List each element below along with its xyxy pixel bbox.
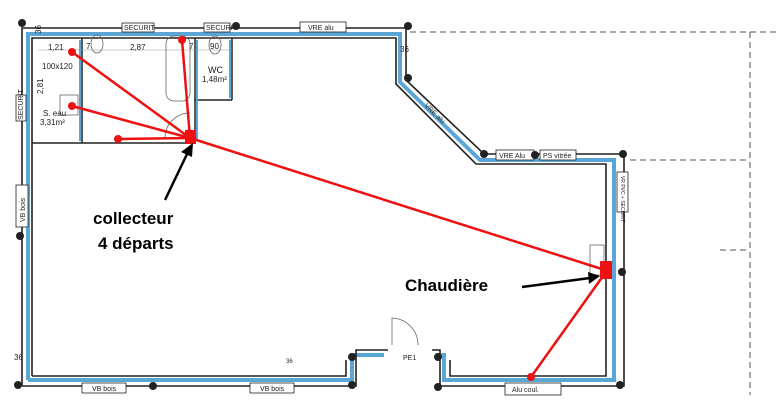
label-vb-bois: VB bois (260, 386, 285, 393)
label-vb-bois: VB bois (92, 386, 117, 393)
collector-label-departures: 4 départs (98, 234, 174, 253)
dim-36: 36 (14, 353, 23, 362)
label-vb-bois-left: VB bois (20, 197, 27, 222)
label-pe1: PE1 (403, 355, 416, 362)
entry-door-icon (391, 317, 419, 346)
toilet-icon (208, 35, 222, 55)
dim-36: 36 (400, 45, 409, 54)
bathroom-area: 3,31m² (40, 118, 65, 127)
dim-2-81: 2,81 (36, 78, 45, 94)
sink-icon (59, 94, 79, 116)
insulation (26, 32, 616, 382)
label-vr-pvc-securit: VR PVC + SECURIT (619, 176, 625, 222)
bathroom-name: S. eau (43, 109, 66, 118)
terrace-outline (410, 31, 778, 395)
boiler-label: Chaudière (405, 276, 488, 295)
interior-walls-blue (79, 40, 231, 141)
label-vre-alu-right: VRE Alu (499, 153, 525, 160)
shower-size: 100x120 (42, 62, 73, 71)
dim-36: 36 (34, 25, 43, 34)
collector-label: collecteur (93, 209, 174, 228)
label-securit: SECURIT (206, 25, 237, 32)
collector-marker (185, 130, 196, 144)
wc-area: 1,48m² (202, 75, 227, 84)
wall-posts (14, 19, 627, 391)
toilet-icon (90, 34, 104, 54)
bathtub-icon (165, 35, 191, 102)
openings (15, 21, 629, 396)
dim-2-87: 2,87 (130, 43, 146, 52)
dim-1-21: 1,21 (48, 43, 64, 52)
label-securit-left: SECURIT (18, 89, 25, 120)
wc-name: WC (208, 65, 223, 75)
label-alu-coul: Alu coul. (512, 387, 539, 394)
dim-90: 90 (210, 42, 219, 51)
label-securit: SECURIT (124, 25, 155, 32)
pipe-endpoints (68, 36, 612, 381)
boiler-marker (600, 261, 612, 279)
annotation-arrows (163, 143, 600, 289)
dim-7: 7 (86, 42, 91, 51)
label-ps-vitree: PS vitrée (543, 153, 572, 160)
label-vre-alu-top: VRE alu (308, 25, 334, 32)
dim-7: 7 (189, 42, 194, 51)
heating-pipes (71, 39, 606, 378)
door-swing-icon (164, 112, 191, 139)
fixtures (59, 34, 605, 346)
interior-walls (32, 38, 233, 144)
dim-36: 36 (286, 359, 293, 365)
